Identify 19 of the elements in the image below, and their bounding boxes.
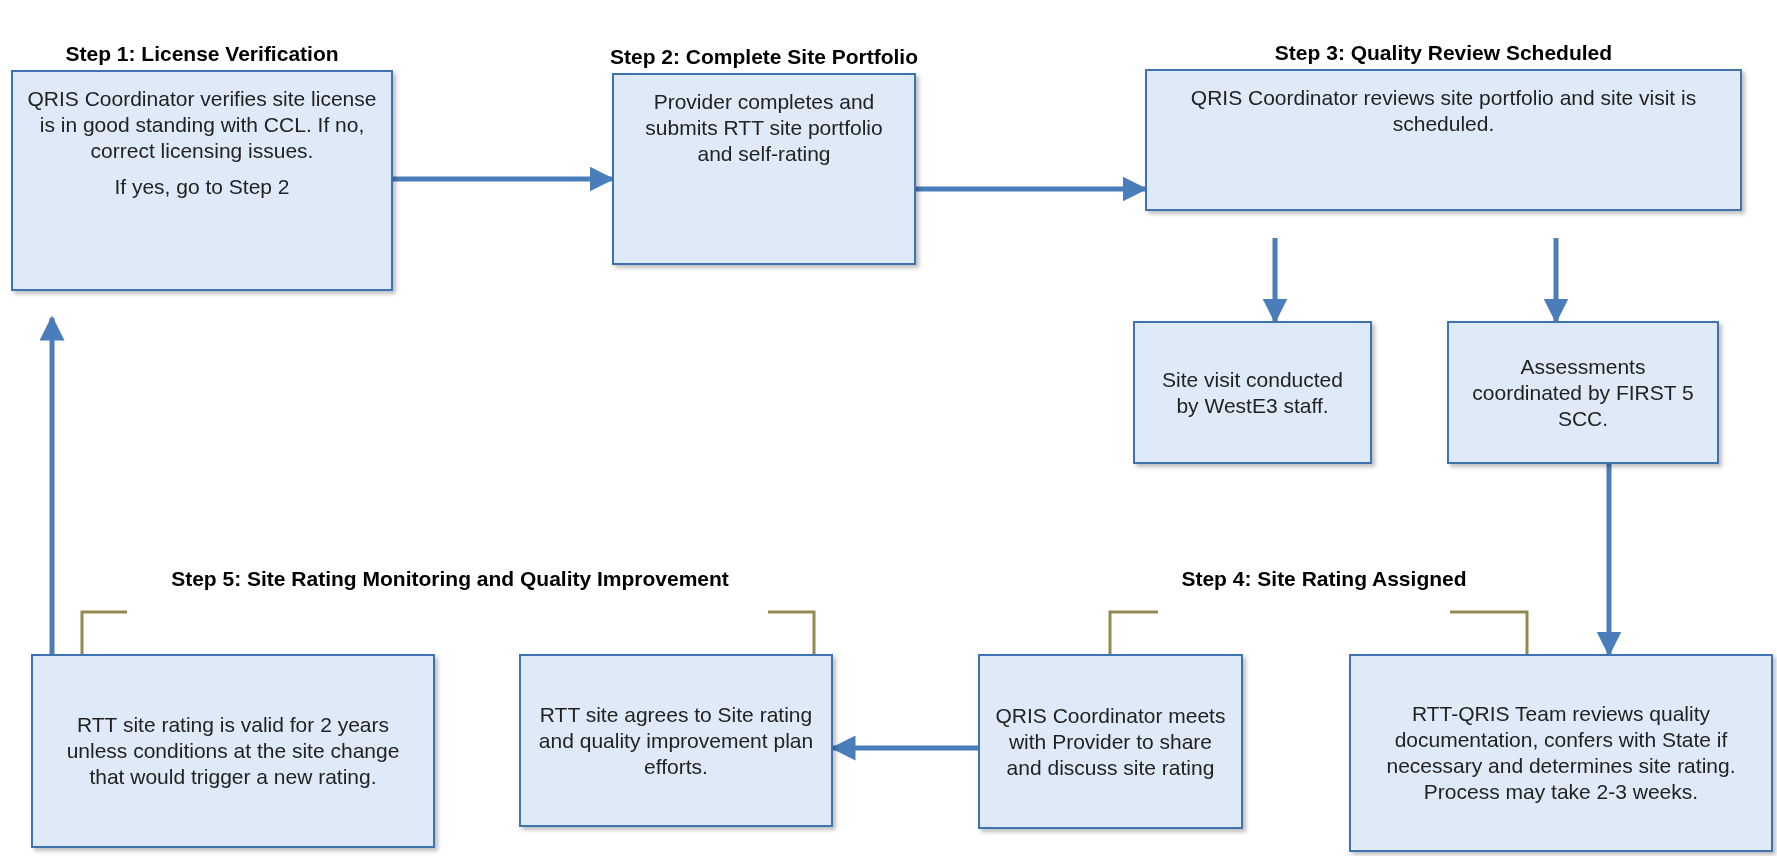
box-text: RTT-QRIS Team reviews quality documentation, confers with State if necessary and determines site rating. Process may take 2-3 weeks.	[1385, 701, 1737, 805]
step-heading: Step 4: Site Rating Assigned	[1180, 566, 1468, 591]
step-heading: Step 5: Site Rating Monitoring and Quality Improvement	[170, 566, 730, 591]
box-text: QRIS Coordinator meets with Provider to share and discuss site rating	[994, 702, 1227, 781]
box-text: Provider completes and submits RTT site portfolio and self-rating	[644, 89, 884, 167]
arrow	[39, 315, 65, 654]
box-text: If yes, go to Step 2	[114, 174, 290, 200]
step-heading: Step 1: License Verification	[64, 41, 340, 66]
box-text: QRIS Coordinator verifies site license is in good standing with CCL. If no, correct licensing issues.	[27, 86, 377, 164]
box-text: Assessments coordinated by FIRST 5 SCC.	[1471, 353, 1695, 432]
box-text: QRIS Coordinator reviews site portfolio and site visit is scheduled.	[1189, 85, 1698, 137]
arrow	[1543, 238, 1569, 324]
arrow	[1596, 464, 1622, 657]
arrow	[1262, 238, 1288, 324]
step-heading: Step 3: Quality Review Scheduled	[1273, 40, 1614, 65]
step-heading: Step 2: Complete Site Portfolio	[609, 44, 919, 69]
box-text: RTT site rating is valid for 2 years unless conditions at the site change that would trigger a new rating.	[65, 712, 401, 790]
box-text: Site visit conducted by WestE3 staff.	[1161, 366, 1344, 419]
box-text: RTT site agrees to Site rating and quality improvement plan efforts.	[537, 701, 815, 780]
